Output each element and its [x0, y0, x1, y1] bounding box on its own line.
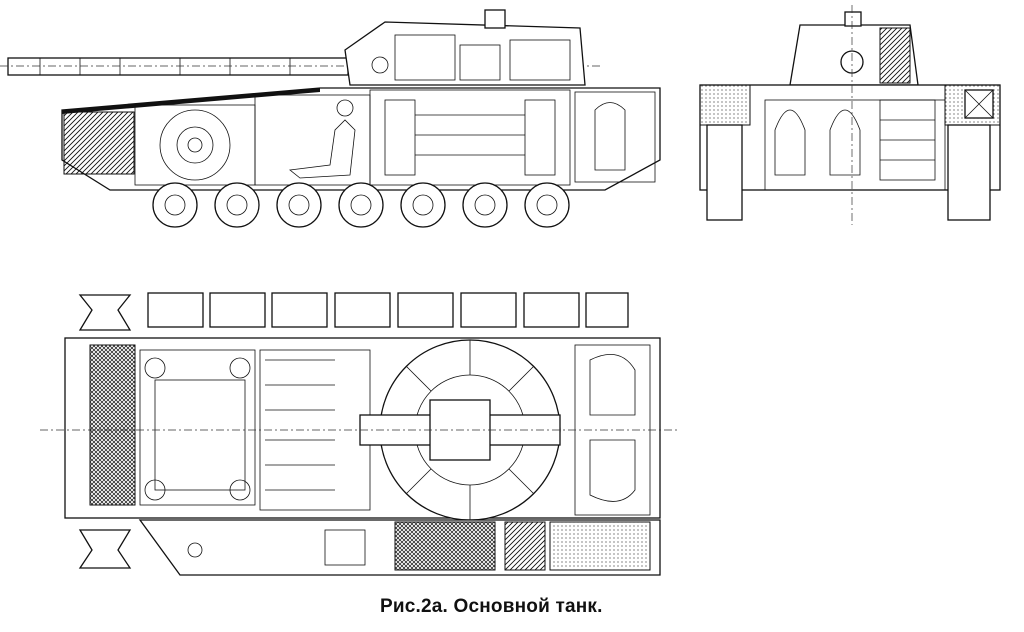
side-view: [0, 9, 661, 228]
turret: [344, 9, 586, 86]
road-wheels: [152, 182, 570, 228]
track-links-top: [147, 292, 629, 328]
front-section-view: [699, 5, 1001, 225]
hull: [61, 87, 661, 191]
lower-side-compartments: [138, 519, 661, 576]
figure-caption: Рис.2а. Основной танк.: [380, 596, 603, 617]
ammo-racks: [384, 99, 556, 176]
top-view: [40, 292, 680, 576]
